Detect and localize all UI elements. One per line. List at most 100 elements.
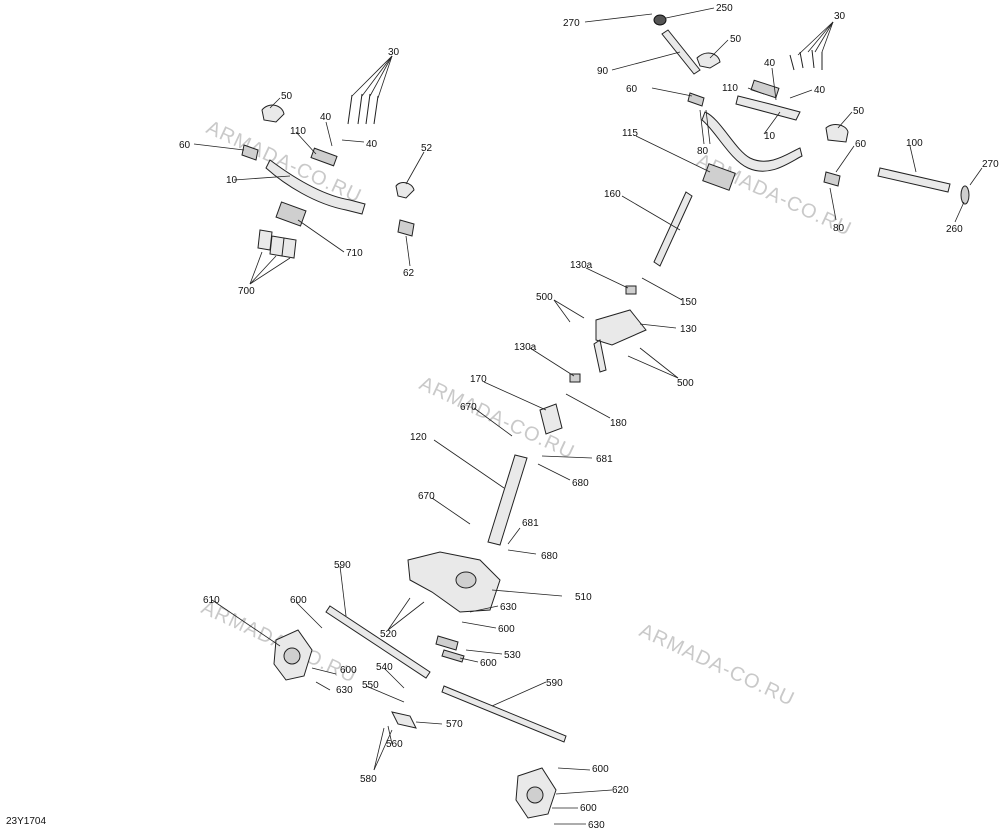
callout: 600 bbox=[480, 658, 497, 669]
callout: 610 bbox=[203, 595, 220, 606]
callout: 40 bbox=[366, 139, 378, 150]
callout: 590 bbox=[334, 560, 351, 571]
callout: 530 bbox=[504, 650, 521, 661]
bolts-30-right bbox=[789, 49, 823, 71]
callout: 680 bbox=[572, 478, 589, 489]
callout: 500 bbox=[536, 292, 553, 303]
boot-170 bbox=[539, 403, 563, 435]
clamp-60-far-right bbox=[823, 171, 841, 187]
callout: 540 bbox=[376, 662, 393, 673]
handlebar-left bbox=[265, 159, 366, 215]
callout: 40 bbox=[764, 58, 776, 69]
clamp-50-left bbox=[261, 104, 285, 123]
callout: 550 bbox=[362, 680, 379, 691]
callout: 150 bbox=[680, 297, 697, 308]
clamp-50-right bbox=[825, 124, 849, 143]
leader-lines bbox=[193, 7, 983, 825]
callout: 570 bbox=[446, 719, 463, 730]
callout: 62 bbox=[403, 268, 415, 279]
callout: 620 bbox=[612, 785, 629, 796]
clamp-52 bbox=[395, 182, 415, 199]
clamp-60-left bbox=[241, 144, 259, 161]
shaft-120 bbox=[487, 454, 528, 546]
callout: 630 bbox=[500, 602, 517, 613]
parts bbox=[241, 14, 970, 819]
callout: 110 bbox=[290, 126, 306, 137]
clamp-62 bbox=[397, 219, 415, 237]
clamp-60-right bbox=[687, 92, 705, 107]
callout: 681 bbox=[522, 518, 539, 529]
callout: 700 bbox=[238, 286, 255, 297]
watermarks: ARMADA-CO.RU ARMADA-CO.RU ARMADA-CO.RU A… bbox=[198, 117, 855, 711]
watermark: ARMADA-CO.RU bbox=[203, 117, 365, 208]
callout: 600 bbox=[498, 624, 515, 635]
callout: 600 bbox=[340, 665, 357, 676]
callout: 120 bbox=[410, 432, 427, 443]
callout: 560 bbox=[386, 739, 403, 750]
bushing-130a-bottom bbox=[569, 373, 581, 383]
callout: 100 bbox=[906, 138, 923, 149]
callout: 52 bbox=[421, 143, 433, 154]
callout: 170 bbox=[470, 374, 487, 385]
callout: 600 bbox=[290, 595, 307, 606]
callout: 670 bbox=[460, 402, 477, 413]
rack-port bbox=[455, 571, 477, 589]
callout: 80 bbox=[833, 223, 845, 234]
callout: 630 bbox=[588, 820, 605, 831]
callout: 520 bbox=[380, 629, 397, 640]
callout: 710 bbox=[346, 248, 363, 259]
callout: 270 bbox=[563, 18, 580, 29]
clamp-110-left bbox=[310, 147, 338, 167]
callout: 130a bbox=[514, 342, 537, 353]
callout: 115 bbox=[622, 128, 638, 139]
callout: 40 bbox=[320, 112, 332, 123]
mounts-700 bbox=[257, 229, 297, 259]
callout: 250 bbox=[716, 3, 733, 14]
callout: 60 bbox=[626, 84, 638, 95]
callout: 50 bbox=[730, 34, 742, 45]
tube-90 bbox=[661, 29, 701, 75]
callout: 680 bbox=[541, 551, 558, 562]
bolts-30-left bbox=[347, 93, 379, 125]
callout: 110 bbox=[722, 83, 738, 94]
rack-510 bbox=[407, 551, 501, 613]
callout: 40 bbox=[814, 85, 826, 96]
callout: 590 bbox=[546, 678, 563, 689]
callout: 500 bbox=[677, 378, 694, 389]
callout: 30 bbox=[388, 47, 400, 58]
callout: 10 bbox=[764, 131, 776, 142]
callout: 510 bbox=[575, 592, 592, 603]
callout: 50 bbox=[853, 106, 865, 117]
callout: 630 bbox=[336, 685, 353, 696]
callout: 270 bbox=[982, 159, 999, 170]
callout: 160 bbox=[604, 189, 621, 200]
tie-rod-590-left bbox=[325, 605, 431, 679]
watermark: ARMADA-CO.RU bbox=[636, 620, 798, 711]
bushing-130a-top bbox=[625, 285, 637, 295]
callout: 600 bbox=[592, 764, 609, 775]
callout: 90 bbox=[597, 66, 609, 77]
callout-labels: 270 250 30 50 90 40 40 60 110 10 80 50 1… bbox=[179, 3, 999, 831]
callout: 600 bbox=[580, 803, 597, 814]
stem-160 bbox=[653, 191, 693, 267]
clamp-50-top bbox=[696, 52, 721, 69]
grip-115 bbox=[702, 163, 736, 191]
bar-100 bbox=[877, 167, 951, 193]
drawing-code: 23Y1704 bbox=[6, 816, 47, 827]
callout: 670 bbox=[418, 491, 435, 502]
callout: 60 bbox=[855, 139, 867, 150]
parts-530 bbox=[435, 635, 465, 663]
callout: 80 bbox=[697, 146, 709, 157]
knuckle-610-hub bbox=[283, 647, 301, 665]
handlebar-right bbox=[701, 111, 803, 172]
callout: 50 bbox=[281, 91, 293, 102]
bracket-570 bbox=[391, 711, 417, 729]
cap-250 bbox=[653, 14, 667, 26]
callout: 180 bbox=[610, 418, 627, 429]
callout: 60 bbox=[179, 140, 191, 151]
end-cap-260 bbox=[960, 185, 970, 205]
callout: 130 bbox=[680, 324, 697, 335]
callout: 30 bbox=[834, 11, 846, 22]
